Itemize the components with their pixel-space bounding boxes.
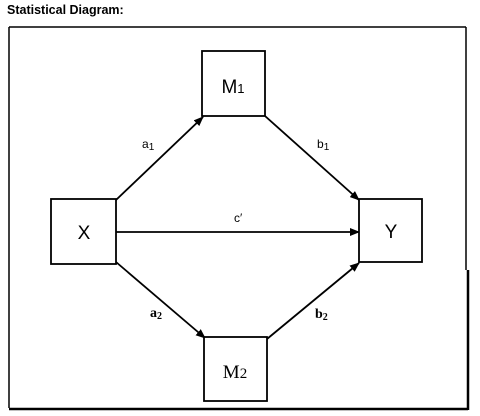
edge-b1-label: b1: [317, 137, 330, 153]
edge-b2-sub: 2: [323, 312, 328, 323]
edge-b1-sub: 1: [324, 142, 330, 153]
edge-c-label: c′: [234, 211, 243, 225]
diagram-frame: [8, 26, 470, 411]
node-y: [358, 198, 423, 263]
node-m2-main: M: [223, 362, 240, 383]
edge-a2-main: a: [150, 306, 157, 321]
edge-b1-main: b: [317, 137, 324, 151]
edge-a2-sub: 2: [157, 311, 162, 322]
node-m1-sub: 1: [237, 81, 244, 96]
path-a2-arrow: [115, 261, 206, 339]
node-x-label: X: [78, 223, 91, 244]
diagram-heading: Statistical Diagram:: [7, 3, 124, 17]
edge-a1-sub: 1: [149, 142, 155, 153]
edge-b2-main: b: [315, 307, 323, 322]
node-m1: [201, 50, 266, 117]
edge-a1-main: a: [142, 137, 149, 151]
node-m2: [203, 336, 268, 402]
node-m1-label: M1: [221, 77, 244, 98]
edge-b2-label: b2: [315, 307, 328, 323]
node-m2-label: M2: [223, 362, 247, 383]
node-x: [50, 198, 117, 265]
path-a1-arrow: [115, 116, 204, 201]
path-b1-arrow: [264, 115, 360, 201]
node-y-label: Y: [385, 222, 398, 243]
node-m1-main: M: [221, 77, 237, 98]
node-m2-sub: 2: [240, 366, 248, 382]
edge-a1-label: a1: [142, 137, 155, 153]
edge-a2-label: a2: [150, 306, 162, 322]
path-b2-arrow: [266, 262, 360, 340]
